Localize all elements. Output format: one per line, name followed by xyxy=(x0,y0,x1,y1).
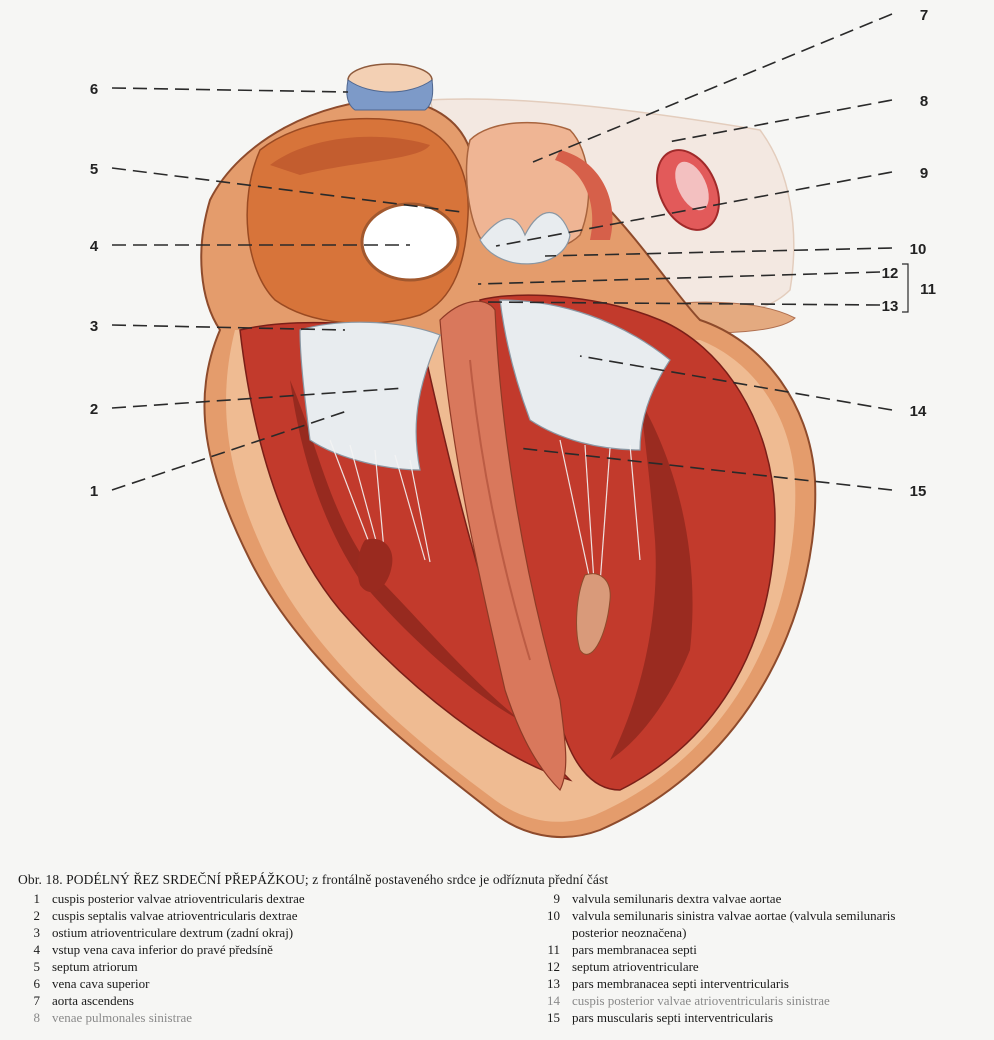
label-6: 6 xyxy=(90,81,98,98)
label-8: 8 xyxy=(920,93,928,110)
label-15: 15 xyxy=(910,483,927,500)
label-3: 3 xyxy=(90,318,98,335)
label-2: 2 xyxy=(90,401,98,418)
label-10: 10 xyxy=(910,241,927,258)
leader-line-6 xyxy=(112,88,348,92)
label-9: 9 xyxy=(920,165,928,182)
label-1: 1 xyxy=(90,483,98,500)
heart-section-illustration: 6 5 4 3 2 1 7 8 9 10 12 13 11 14 15 xyxy=(0,0,994,870)
label-4: 4 xyxy=(90,238,99,255)
ivc-opening xyxy=(362,204,458,280)
bracket-11 xyxy=(902,264,908,312)
figure-caption: Obr. 18. PODÉLNÝ ŘEZ SRDEČNÍ PŘEPÁŽKOU; … xyxy=(18,872,994,1040)
label-14: 14 xyxy=(910,403,927,420)
label-12: 12 xyxy=(882,265,899,282)
label-13: 13 xyxy=(882,298,899,315)
label-7: 7 xyxy=(920,7,928,24)
caption-title: Obr. 18. PODÉLNÝ ŘEZ SRDEČNÍ PŘEPÁŽKOU; … xyxy=(18,872,994,888)
legend-item: posterior neoznačena) xyxy=(538,924,686,941)
label-5: 5 xyxy=(90,161,98,178)
label-11: 11 xyxy=(920,281,936,298)
